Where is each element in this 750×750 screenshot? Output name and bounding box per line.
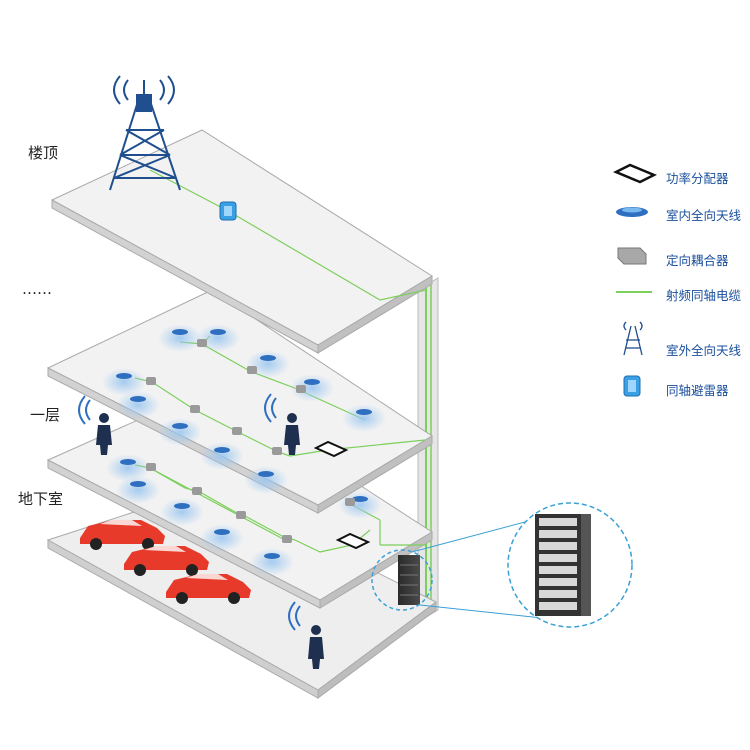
indoor-omni-antenna-icon — [102, 368, 146, 396]
indoor-omni-antenna-icon — [196, 324, 240, 352]
car — [80, 520, 165, 550]
power-splitter-icon — [335, 532, 371, 550]
basement-ceiling-slab — [46, 387, 433, 609]
person-icon — [264, 393, 300, 455]
legend-label-power-splitter: 功率分配器 — [666, 171, 729, 186]
directional-coupler-icon — [192, 487, 202, 495]
equipment-rack — [398, 555, 420, 605]
directional-coupler-icon — [232, 427, 242, 435]
floor-label-basement: 地下室 — [18, 490, 64, 508]
indoor-omni-antenna-icon — [616, 207, 648, 217]
outdoor-omni-antenna-icon — [623, 321, 643, 356]
floor-label-roof: 楼顶 — [28, 144, 59, 162]
first-floor-antennas — [102, 324, 386, 494]
coaxial-lightning-arrester-icon — [623, 375, 641, 397]
indoor-omni-antenna-icon — [290, 374, 334, 402]
legend-label-outdoor-antenna: 室外全向天线 — [666, 343, 742, 358]
directional-coupler-icon — [146, 377, 156, 385]
indoor-omni-antenna-icon — [158, 418, 202, 446]
zoomed-rack — [507, 502, 633, 628]
floor-label-ellipsis: …… — [22, 280, 52, 298]
roof-cable — [149, 169, 427, 301]
floor-label-first: 一层 — [30, 406, 61, 424]
car — [124, 546, 209, 576]
legend-label-arrester: 同轴避雷器 — [666, 383, 729, 398]
indoor-omni-antenna-icon — [200, 524, 244, 552]
car — [166, 574, 251, 604]
directional-coupler-icon — [272, 447, 282, 455]
indoor-omni-antenna-icon — [116, 476, 160, 504]
directional-coupler-icon — [236, 511, 246, 519]
indoor-omni-antenna-icon — [244, 466, 288, 494]
indoor-omni-antenna-icon — [116, 391, 160, 419]
power-splitter-icon — [612, 163, 658, 184]
person-icon — [288, 601, 324, 669]
legend-label-coupler: 定向耦合器 — [666, 253, 729, 268]
power-splitter-icon — [313, 440, 349, 458]
directional-coupler-icon — [247, 366, 257, 374]
indoor-omni-antenna-icon — [200, 442, 244, 470]
directional-coupler-icon — [190, 405, 200, 413]
indoor-omni-antenna-icon — [160, 498, 204, 526]
basement-antennas — [106, 454, 382, 576]
legend-icons — [612, 163, 658, 397]
directional-coupler-icon — [296, 385, 306, 393]
indoor-omni-antenna-icon — [250, 548, 294, 576]
coaxial-lightning-arrester-icon — [219, 201, 237, 221]
directional-coupler-icon — [345, 498, 355, 506]
legend-label-cable: 射频同轴电缆 — [666, 288, 742, 303]
directional-coupler-icon — [617, 247, 647, 265]
outdoor-omni-antenna-icon — [109, 75, 181, 191]
indoor-omni-antenna-icon — [342, 404, 386, 432]
legend-label-indoor-antenna: 室内全向天线 — [666, 208, 742, 223]
person-icon — [78, 395, 112, 455]
directional-coupler-icon — [197, 339, 207, 347]
indoor-omni-antenna-icon — [158, 324, 202, 352]
directional-coupler-icon — [146, 463, 156, 471]
directional-coupler-icon — [282, 535, 292, 543]
zoom-origin-circle — [371, 549, 433, 611]
indoor-omni-antenna-icon — [106, 454, 150, 482]
